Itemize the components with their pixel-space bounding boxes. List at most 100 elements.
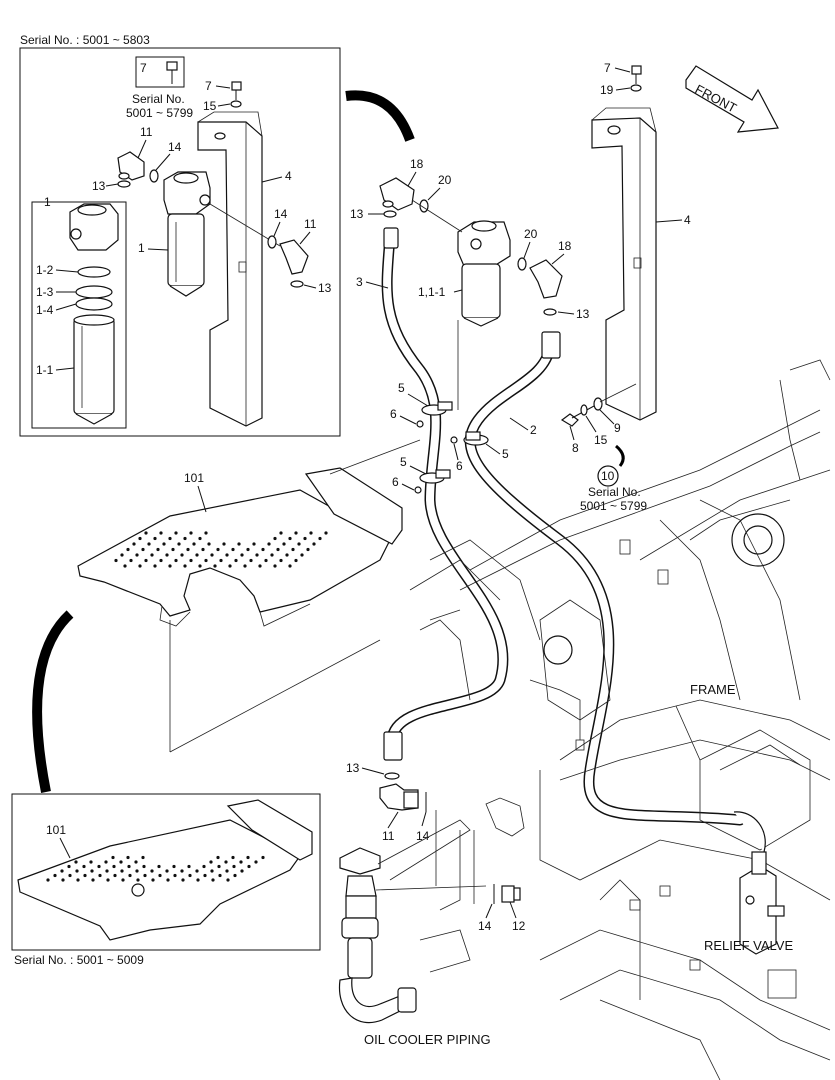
floor-plate-hole [210, 869, 214, 873]
floor-plate-hole [74, 860, 78, 864]
floor-plate-hole [288, 564, 292, 568]
floor-plate-hole [142, 864, 146, 869]
floor-plate-hole [91, 878, 95, 882]
floor-plate-hole [225, 553, 229, 557]
o-ring-icon [75, 285, 113, 299]
floor-plate-hole [177, 542, 181, 546]
callout-13b: 13 [318, 281, 332, 295]
callout-12: 12 [512, 919, 526, 933]
floor-plate-hole [207, 542, 211, 546]
floor-plate-hole [75, 869, 79, 873]
o-ring-icon [290, 280, 304, 288]
floor-plate-hole [171, 547, 175, 552]
floor-plate-hole [189, 531, 193, 535]
callout-101b: 101 [46, 823, 66, 837]
callout-13c: 13 [350, 207, 364, 221]
floor-plate-hole [143, 873, 147, 878]
callout-13e: 13 [346, 761, 360, 775]
o-ring-icon [117, 180, 131, 188]
floor-plate-hole [217, 864, 221, 869]
serial-right-line1: Serial No. [588, 485, 641, 499]
floor-plate-hole [165, 869, 169, 873]
floor-plate-hole [243, 564, 247, 568]
floor-plate-hole [151, 878, 155, 882]
oil-cooler-piping [338, 797, 525, 1024]
serial-box-line1: Serial No. [132, 92, 185, 106]
callout-19: 19 [600, 83, 614, 97]
floor-plate-hole [141, 547, 145, 552]
floor-plate-hole [121, 878, 125, 882]
callout-101a: 101 [184, 471, 204, 485]
floor-plate-hole [61, 878, 65, 882]
floor-plate-hole [158, 873, 162, 878]
floor-plate-hole [198, 564, 202, 568]
floor-plate-hole [318, 536, 322, 541]
floor-plate-hole [153, 536, 157, 541]
serial-right-line2: 5001 ~ 5799 [580, 499, 647, 513]
plug-icon [501, 885, 521, 903]
floor-plate-hole [104, 860, 108, 864]
floor-plate-101 [77, 467, 403, 627]
floor-plate-hole [228, 564, 232, 568]
floor-plate-hole [225, 869, 229, 873]
floor-plate-hole [60, 869, 64, 873]
callout-6a: 6 [390, 407, 397, 421]
floor-plate-hole [213, 564, 217, 568]
floor-plate-hole [239, 860, 243, 864]
bolt-icon [166, 61, 178, 84]
callout-5a: 5 [398, 381, 405, 395]
elbow-fitting-icon [379, 783, 419, 811]
floor-plate-hole [189, 558, 193, 563]
callout-1-3: 1-3 [36, 285, 54, 299]
floor-plate-hole [201, 547, 205, 552]
floor-plate-hole [126, 547, 130, 552]
floor-plate-hole [231, 855, 235, 860]
floor-plate-hole [237, 542, 241, 546]
floor-plate-101 [17, 799, 313, 941]
floor-plate-hole [282, 542, 286, 546]
floor-plate-hole [255, 553, 259, 557]
callout-11b: 11 [304, 217, 317, 231]
floor-plate-hole [261, 855, 265, 860]
callout-3: 3 [356, 275, 363, 289]
floor-plate-hole [188, 873, 192, 878]
floor-plate-hole [195, 869, 199, 873]
floor-plate-hole [246, 855, 250, 860]
floor-plate-hole [150, 553, 154, 557]
floor-plate-hole [233, 873, 237, 878]
washer-icon [630, 84, 642, 92]
washer-icon [593, 397, 603, 411]
washer-icon [230, 100, 242, 108]
floor-plate-hole [216, 547, 220, 552]
floor-plate-hole [204, 531, 208, 535]
floor-plate-hole [211, 878, 215, 882]
floor-plate-hole [138, 564, 142, 568]
callout-1-2: 1-2 [36, 263, 54, 277]
filter-element-icon [73, 314, 115, 425]
floor-plate-hole [273, 536, 277, 541]
serial-top-label: Serial No. : 5001 ~ 5803 [20, 33, 150, 47]
floor-plate-hole [156, 547, 160, 552]
floor-plate-hole [202, 864, 206, 869]
callout-1a: 1 [138, 241, 145, 255]
floor-plate-hole [46, 878, 50, 882]
callout-7-box: 7 [140, 61, 147, 75]
bolt-icon [631, 65, 642, 84]
floor-plate-hole [294, 558, 298, 563]
elbow-fitting-icon [117, 151, 145, 181]
callout-4a: 4 [285, 169, 292, 183]
floor-plate-hole [303, 536, 307, 541]
floor-plate-hole [83, 873, 87, 878]
floor-plate-hole [232, 864, 236, 869]
floor-plate-hole [210, 553, 214, 557]
o-ring-icon [77, 266, 111, 278]
floor-plate-hole [246, 547, 250, 552]
bolt-icon [414, 486, 422, 494]
callout-20a: 20 [438, 173, 452, 187]
o-ring-icon [543, 308, 557, 316]
floor-plate-hole [247, 864, 251, 869]
floor-plate-hole [240, 869, 244, 873]
floor-plate-hole [173, 873, 177, 878]
oil-filter [457, 220, 511, 327]
floor-plate-hole [306, 547, 310, 552]
